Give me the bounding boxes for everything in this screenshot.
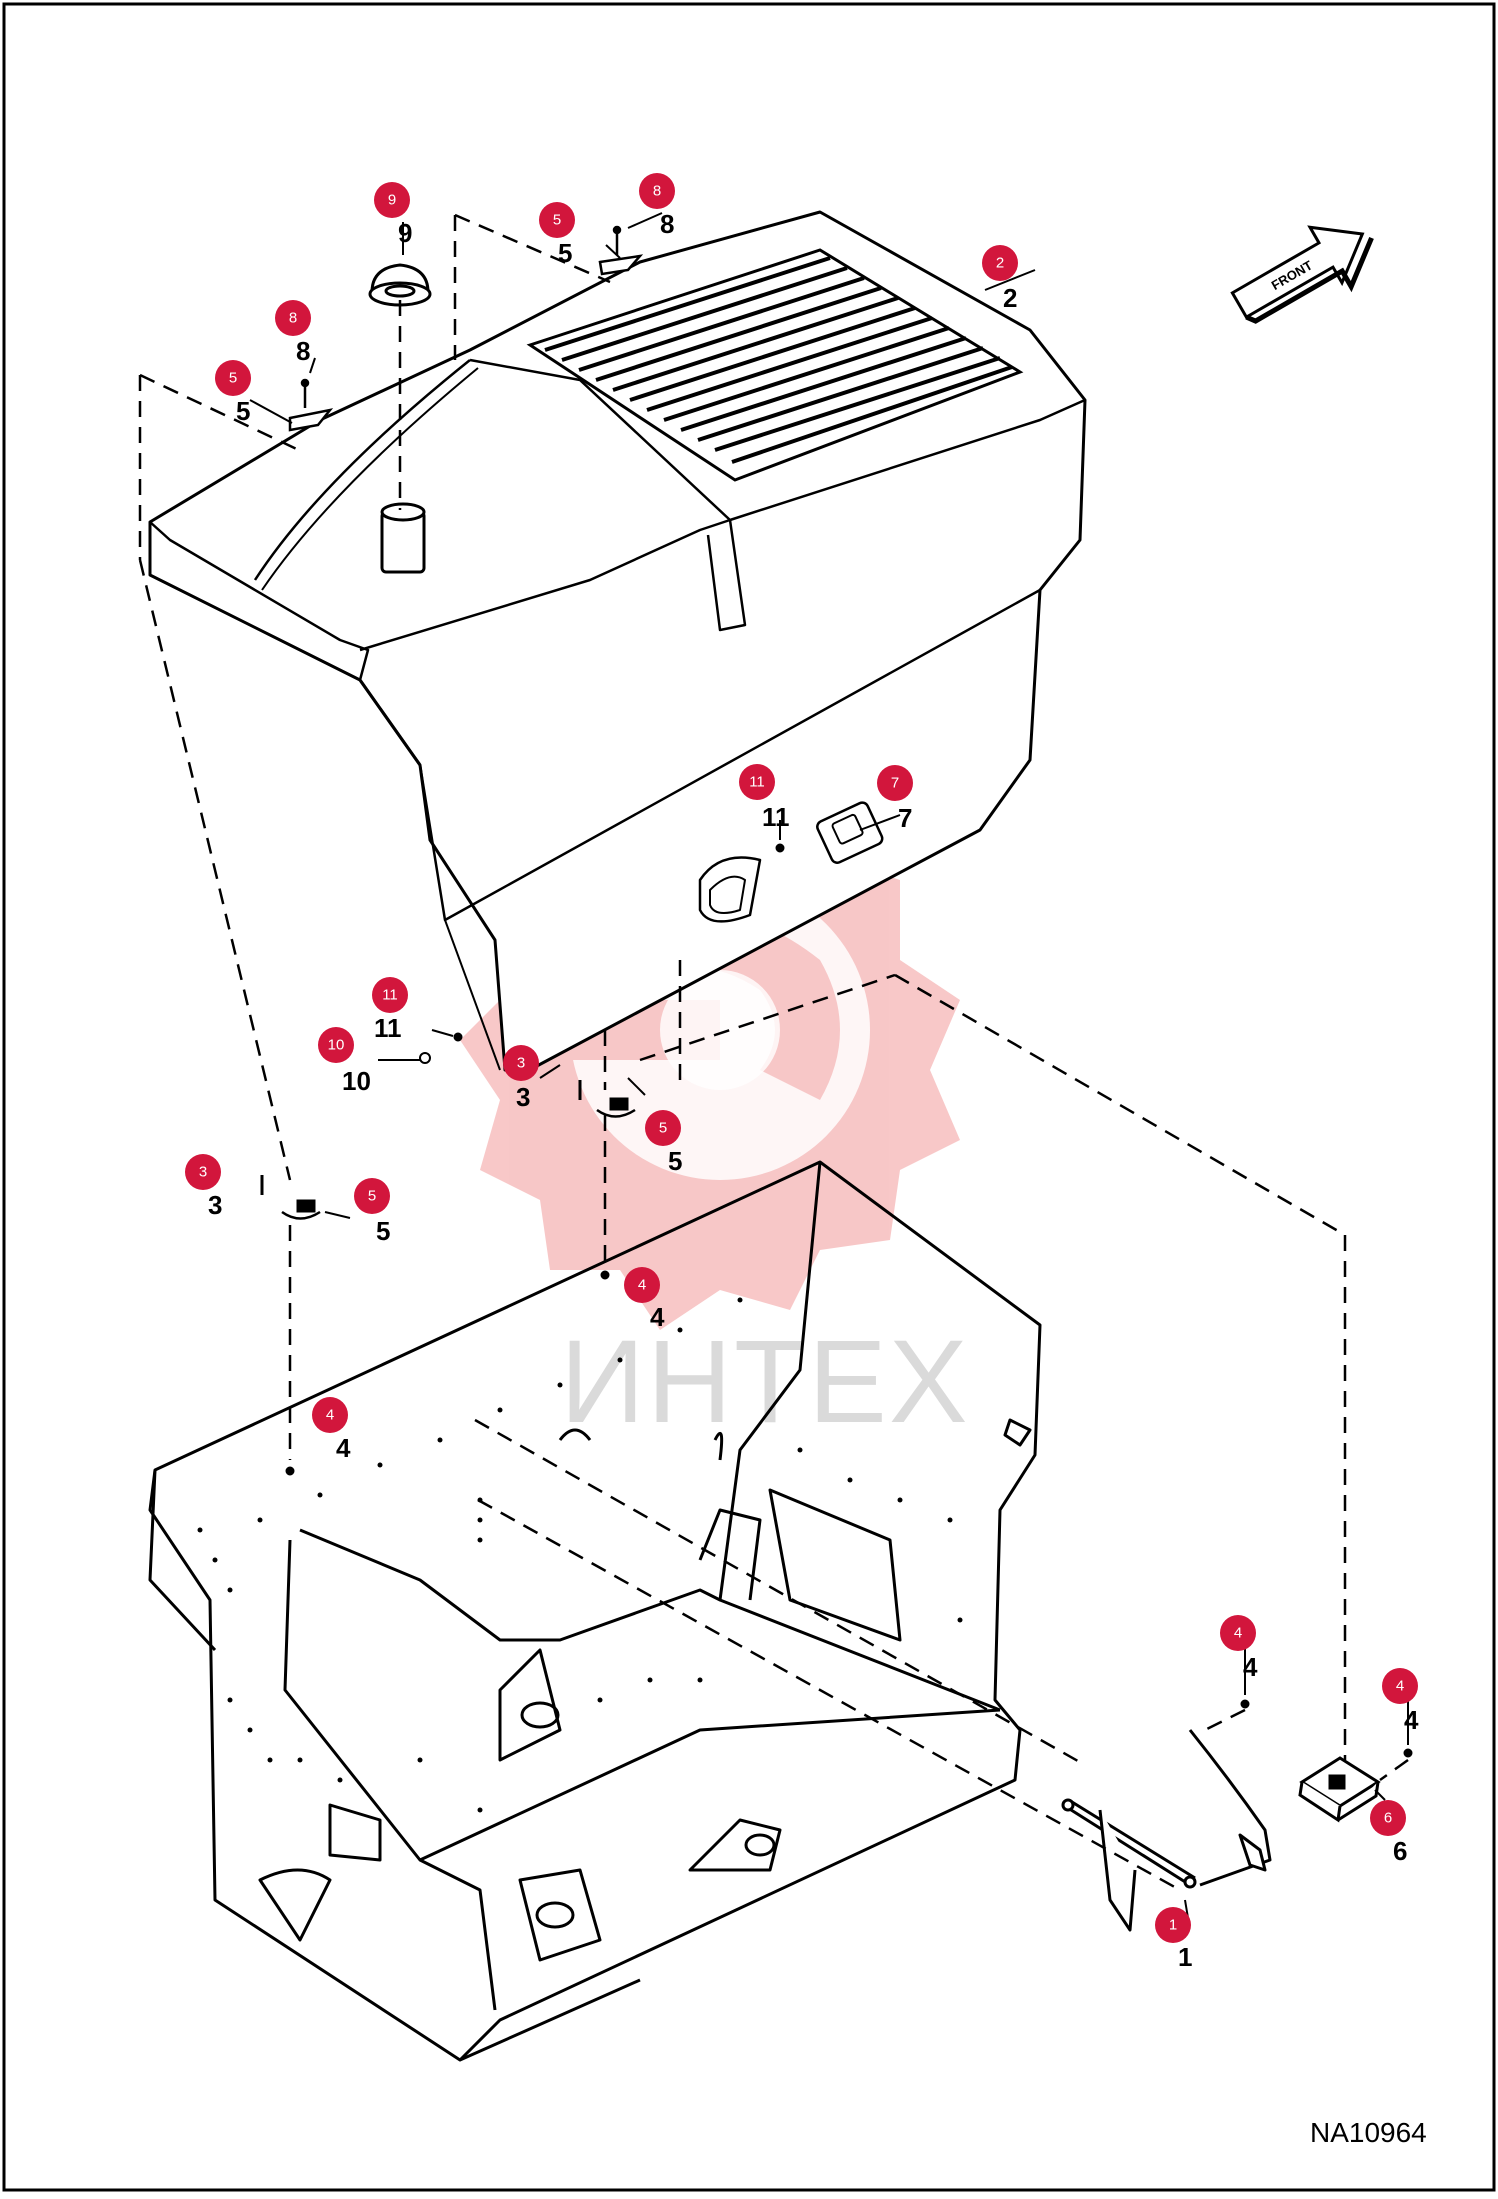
callout-c6: 66 — [1370, 1800, 1407, 1866]
callout-number: 4 — [638, 1277, 646, 1294]
callout-number: 5 — [368, 1188, 376, 1205]
callout-echo-number: 5 — [236, 396, 250, 426]
callout-c9: 99 — [374, 182, 412, 248]
callout-balloon — [645, 1110, 681, 1146]
callout-balloon — [318, 1027, 354, 1063]
callout-number: 2 — [996, 255, 1004, 272]
callout-echo-number: 2 — [1003, 283, 1017, 313]
callout-number: 11 — [749, 774, 765, 791]
callout-number: 11 — [382, 987, 398, 1004]
callout-echo-number: 1 — [1178, 1942, 1192, 1972]
callout-c8b: 88 — [275, 300, 311, 366]
callout-c11b: 11 11 — [372, 977, 408, 1043]
callout-number: 5 — [229, 370, 237, 387]
callout-c4d: 44 — [1382, 1668, 1419, 1735]
callout-balloon — [372, 977, 408, 1013]
latch-bracket — [1298, 1756, 1381, 1823]
callout-echo-number: 4 — [336, 1433, 351, 1463]
callout-balloon — [624, 1267, 660, 1303]
assembly-dashed-lines — [138, 213, 1409, 1892]
callout-c7: 77 — [877, 765, 913, 833]
callout-number: 8 — [653, 183, 661, 200]
drawing-id: NA10964 — [1310, 2117, 1427, 2148]
callout-balloon — [503, 1045, 539, 1081]
callout-c5d: 55 — [354, 1178, 390, 1246]
callout-echo-number: 9 — [398, 218, 412, 248]
callout-balloon — [1382, 1668, 1418, 1704]
callout-c5a: 55 — [539, 202, 575, 268]
callout-number: 4 — [1234, 1625, 1242, 1642]
callout-balloon — [1220, 1615, 1256, 1651]
callout-c5b: 55 — [215, 360, 251, 426]
callout-echo-number: 3 — [208, 1190, 222, 1220]
callout-c2: 22 — [982, 245, 1018, 313]
callout-number: 3 — [199, 1164, 207, 1181]
callout-leader-lines — [249, 212, 1409, 1919]
callout-c3a: 33 — [503, 1045, 539, 1112]
frame-holes — [197, 1297, 963, 1813]
engine-cover-grille — [526, 248, 1024, 482]
callout-c4c: 44 — [1220, 1615, 1258, 1682]
callout-number: 4 — [326, 1407, 334, 1424]
chassis-frame — [148, 1160, 1042, 2062]
callout-echo-number: 8 — [660, 209, 674, 239]
callout-number: 6 — [1384, 1810, 1392, 1827]
front-direction-arrow: FRONT — [1230, 225, 1374, 324]
callout-balloon — [639, 173, 675, 209]
callout-balloon — [1370, 1800, 1406, 1836]
support-rod-assembly — [1061, 1729, 1272, 1932]
callout-number: 10 — [328, 1037, 345, 1054]
callout-c4b: 44 — [312, 1397, 351, 1463]
callout-balloon — [275, 300, 311, 336]
callout-number: 5 — [553, 212, 561, 229]
callout-balloon — [877, 765, 913, 801]
callout-number: 4 — [1396, 1678, 1404, 1695]
callout-balloon — [312, 1397, 348, 1433]
callout-number: 3 — [517, 1055, 525, 1072]
callout-echo-number: 3 — [516, 1082, 530, 1112]
watermark-text: ИНТЕХ — [560, 1316, 970, 1448]
callout-echo-number: 6 — [1393, 1836, 1407, 1866]
callout-balloon — [1155, 1907, 1191, 1943]
callout-c3b: 33 — [185, 1154, 222, 1220]
callout-c8a: 88 — [639, 173, 675, 239]
callout-echo-number: 4 — [1404, 1705, 1419, 1735]
filler-cap — [368, 263, 432, 307]
callout-balloon — [374, 182, 410, 218]
callout-c10: 10 10 — [318, 1027, 371, 1096]
callout-c5c: 55 — [645, 1110, 682, 1176]
callout-echo-number: 4 — [1243, 1652, 1258, 1682]
callout-echo-number: 7 — [898, 803, 912, 833]
callout-echo-number: 11 — [374, 1013, 402, 1043]
callout-echo-number: 5 — [558, 238, 572, 268]
cover-brackets — [288, 225, 644, 432]
callout-c4a: 44 — [624, 1267, 665, 1332]
callout-number: 5 — [659, 1120, 667, 1137]
callout-balloon — [185, 1154, 221, 1190]
callout-balloon — [982, 245, 1018, 281]
callout-number: 9 — [388, 192, 396, 209]
callout-echo-number: 5 — [668, 1146, 682, 1176]
callout-echo-number: 5 — [376, 1216, 390, 1246]
callout-c11a: 11 11 — [739, 764, 790, 832]
callout-balloon — [215, 360, 251, 396]
filler-neck — [380, 502, 426, 574]
callout-balloon — [539, 202, 575, 238]
small-hardware — [260, 843, 1413, 1758]
callout-number: 1 — [1169, 1917, 1177, 1934]
callout-echo-number: 4 — [650, 1302, 665, 1332]
callout-echo-number: 10 — [342, 1066, 371, 1096]
callout-balloon — [354, 1178, 390, 1214]
callout-balloon — [739, 764, 775, 800]
callout-echo-number: 11 — [762, 802, 790, 832]
callout-c1: 11 — [1155, 1907, 1192, 1972]
callout-echo-number: 8 — [296, 336, 310, 366]
callout-number: 8 — [289, 310, 297, 327]
callout-number: 7 — [891, 775, 899, 792]
